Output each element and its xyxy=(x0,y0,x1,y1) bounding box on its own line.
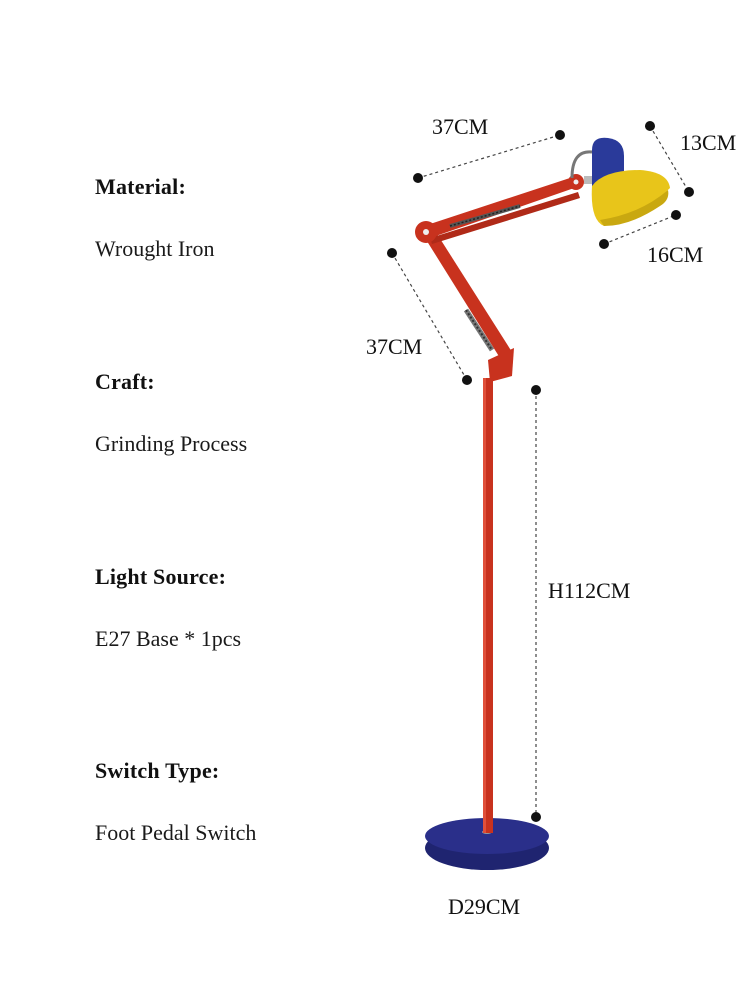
spec-switch-type: Switch Type: Foot Pedal Switch xyxy=(95,758,256,846)
spec-value: Foot Pedal Switch xyxy=(95,820,257,845)
spec-label: Switch Type: xyxy=(95,758,220,783)
lamp-pole xyxy=(483,378,493,833)
dim-label-shade-diameter: 16CM xyxy=(647,242,704,267)
spec-label: Light Source: xyxy=(95,564,227,589)
dim-line-shade-diameter xyxy=(603,214,677,245)
dimension-lines xyxy=(391,125,690,817)
spec-value: Grinding Process xyxy=(95,431,248,456)
dim-label-base-diameter: D29CM xyxy=(448,894,521,919)
dim-label-lower-arm: 37CM xyxy=(366,334,423,359)
dimension-dots xyxy=(387,121,694,822)
dim-line-lower-arm xyxy=(391,252,468,381)
spec-value: Wrought Iron xyxy=(95,236,215,261)
dim-line-upper-arm xyxy=(417,134,561,179)
spec-label: Craft: xyxy=(95,369,155,394)
spec-material: Material: Wrought Iron xyxy=(95,174,214,262)
lamp-upper-arm xyxy=(415,174,584,244)
dim-label-upper-arm: 37CM xyxy=(432,114,489,139)
lamp-base xyxy=(425,818,549,870)
lamp-shade xyxy=(570,137,670,226)
dim-label-shade-height: 13CM xyxy=(680,130,737,155)
dim-label-height: H112CM xyxy=(548,578,631,603)
lamp-lower-arm xyxy=(420,226,514,382)
spec-value: E27 Base * 1pcs xyxy=(95,626,242,651)
spec-craft: Craft: Grinding Process xyxy=(95,369,247,457)
spec-light-source: Light Source: E27 Base * 1pcs xyxy=(95,564,241,652)
spec-label: Material: xyxy=(95,174,186,199)
dim-line-shade-height xyxy=(649,125,690,193)
